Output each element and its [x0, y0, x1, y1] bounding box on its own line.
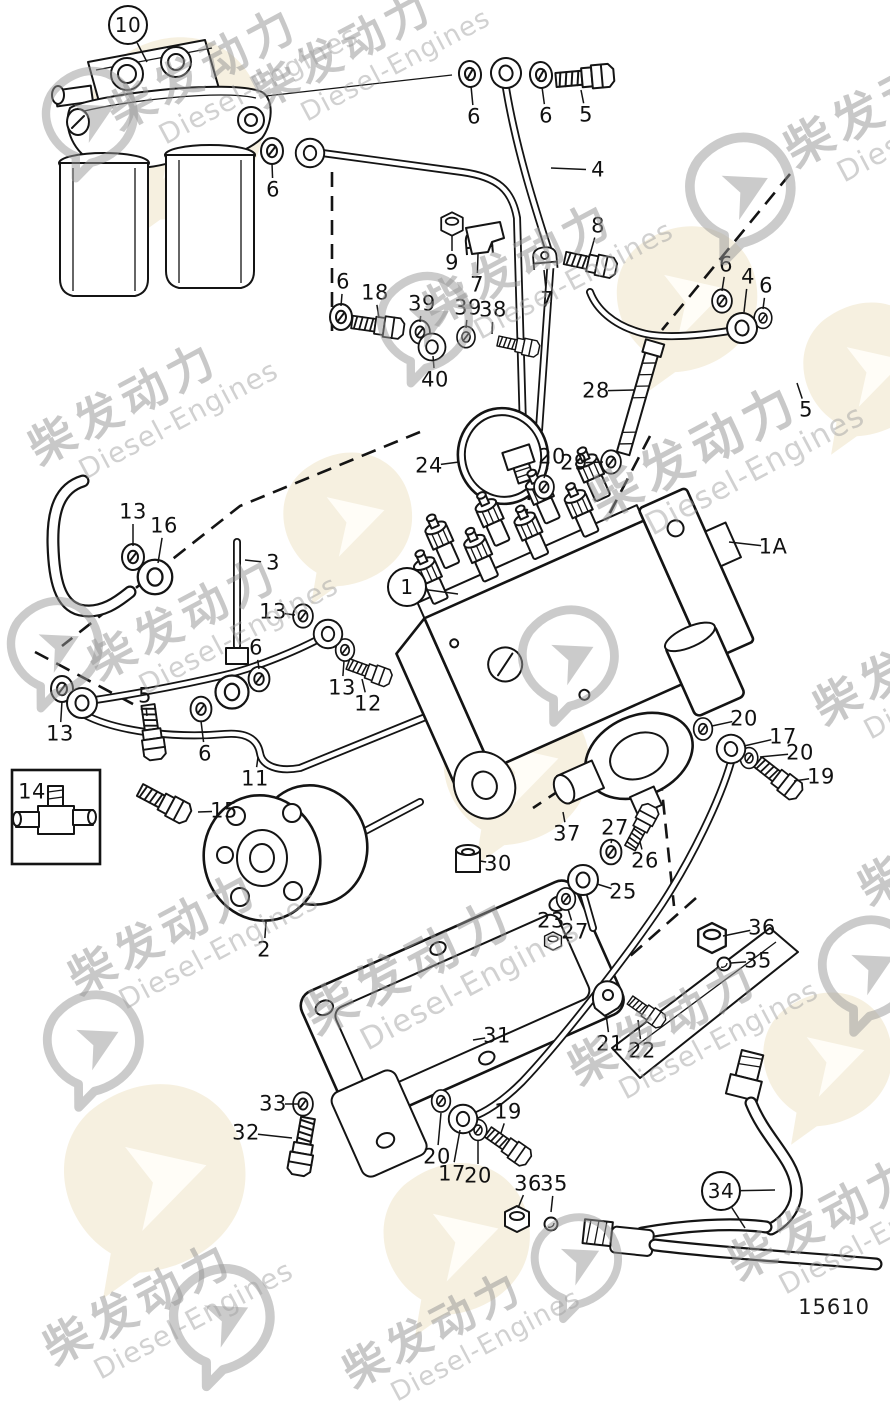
leader-line: [518, 1195, 523, 1208]
leader-line: [201, 721, 204, 742]
leader-line: [731, 962, 746, 963]
leader-line: [712, 722, 732, 726]
figure-number: 15610: [798, 1295, 870, 1319]
leader-line: [638, 1020, 640, 1039]
leader-line: [258, 1134, 292, 1138]
leader-line: [732, 1208, 745, 1228]
leader-line: [471, 86, 473, 105]
leader-lines: [0, 0, 890, 1329]
leader-line: [597, 884, 612, 888]
leader-line: [362, 679, 365, 692]
leader-line: [473, 1038, 485, 1040]
leader-line: [760, 754, 788, 757]
leader-line: [501, 1123, 504, 1133]
leader-line: [341, 294, 342, 306]
leader-line: [551, 1196, 553, 1212]
leader-line: [544, 270, 546, 288]
leader-line: [797, 383, 802, 399]
leader-line: [158, 538, 162, 563]
leader-line: [611, 840, 612, 843]
leader-line: [272, 163, 273, 178]
leader-line: [640, 842, 642, 849]
leader-line: [581, 90, 584, 103]
leader-line: [563, 812, 565, 822]
leader-line: [589, 238, 595, 258]
leader-line: [146, 708, 147, 716]
leader-line: [568, 909, 572, 921]
leader-line: [420, 316, 421, 322]
leader-line: [542, 87, 544, 104]
leader-line: [763, 298, 764, 309]
leader-line: [61, 701, 62, 722]
leader-line: [544, 468, 548, 478]
leader-line: [477, 254, 478, 273]
leader-line: [741, 1190, 775, 1191]
leader-line: [794, 779, 809, 781]
leader-line: [285, 614, 295, 615]
leader-line: [433, 356, 434, 368]
leader-line: [377, 305, 379, 318]
leader-line: [606, 1014, 608, 1032]
leader-line: [551, 168, 586, 169]
leader-line: [343, 661, 344, 676]
leader-line: [198, 811, 212, 812]
leader-line: [438, 1113, 441, 1145]
leader-line: [454, 1130, 460, 1162]
leader-line: [586, 462, 603, 463]
leader-line: [729, 542, 761, 546]
leader-line: [427, 590, 458, 594]
leader-line: [722, 277, 724, 291]
leader-line: [466, 320, 467, 328]
leader-line: [257, 757, 258, 767]
leader-line: [137, 43, 147, 62]
leader-line: [608, 390, 634, 391]
leader-line: [258, 660, 259, 669]
leader-line: [245, 560, 261, 562]
leader-line: [265, 922, 266, 938]
leader-line: [744, 740, 771, 746]
leader-line: [441, 462, 459, 464]
leader-line: [492, 322, 493, 334]
leader-line: [480, 861, 486, 862]
leader-line: [744, 289, 747, 312]
leader-line: [723, 930, 750, 936]
